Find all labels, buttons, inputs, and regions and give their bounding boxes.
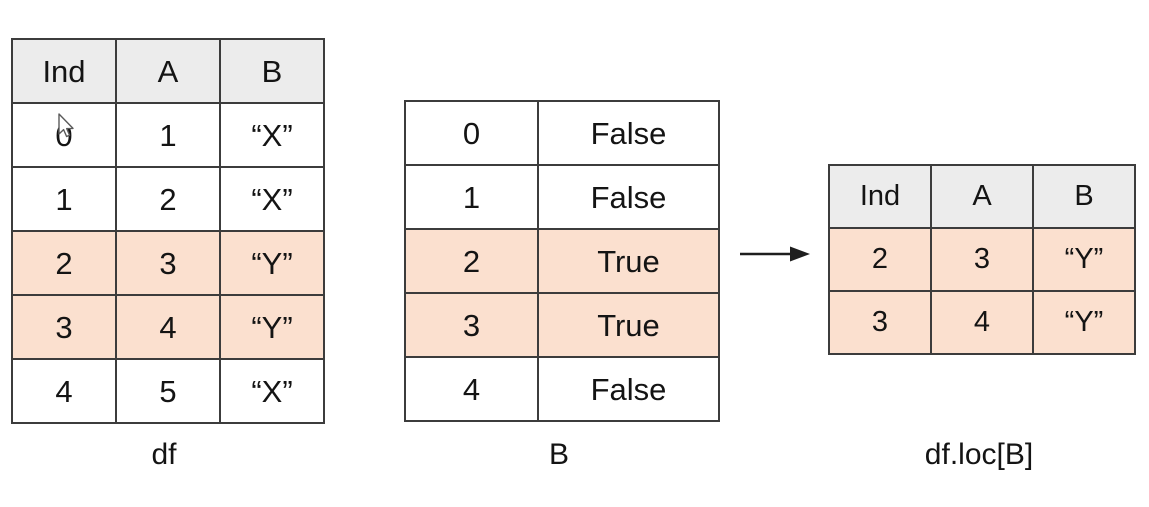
cell-ind: 3 (828, 290, 932, 355)
column-header-a: A (115, 38, 221, 104)
cell-ind: 1 (11, 166, 117, 232)
table-df: Ind A B 0 1 “X” 1 2 “X” 2 3 “Y” 3 4 (11, 38, 325, 424)
cell-bool: False (537, 164, 720, 230)
cell-b: “Y” (219, 230, 325, 296)
right-arrow-icon (740, 246, 810, 262)
cell-index: 3 (404, 292, 539, 358)
table-header-row: Ind A B (828, 164, 1136, 229)
cell-ind: 3 (11, 294, 117, 360)
table-row-highlighted: 2 3 “Y” (11, 230, 325, 296)
column-header-ind: Ind (11, 38, 117, 104)
cell-index: 2 (404, 228, 539, 294)
table-row-highlighted: 3 True (404, 292, 720, 358)
cell-a: 4 (930, 290, 1034, 355)
caption-df: df (151, 438, 177, 471)
cell-index: 4 (404, 356, 539, 422)
cell-bool: True (537, 228, 720, 294)
cell-a: 5 (115, 358, 221, 424)
table-row: 4 5 “X” (11, 358, 325, 424)
cell-a: 4 (115, 294, 221, 360)
column-header-a: A (930, 164, 1034, 229)
table-row: 4 False (404, 356, 720, 422)
table-row: 0 False (404, 100, 720, 166)
column-header-b: B (219, 38, 325, 104)
cell-b: “Y” (219, 294, 325, 360)
cell-bool: True (537, 292, 720, 358)
table-row: 1 False (404, 164, 720, 230)
cell-a: 2 (115, 166, 221, 232)
table-row: 1 2 “X” (11, 166, 325, 232)
cell-bool: False (537, 100, 720, 166)
cell-ind: 4 (11, 358, 117, 424)
column-header-ind: Ind (828, 164, 932, 229)
cell-b: “Y” (1032, 227, 1136, 292)
cell-index: 0 (404, 100, 539, 166)
table-row-highlighted: 3 4 “Y” (11, 294, 325, 360)
table-row-highlighted: 2 True (404, 228, 720, 294)
cell-b: “X” (219, 166, 325, 232)
cell-a: 3 (115, 230, 221, 296)
cell-b: “Y” (1032, 290, 1136, 355)
caption-mask-b: B (548, 438, 569, 471)
table-row-highlighted: 2 3 “Y” (828, 227, 1136, 292)
cell-bool: False (537, 356, 720, 422)
cell-ind: 2 (11, 230, 117, 296)
cell-b: “X” (219, 358, 325, 424)
table-header-row: Ind A B (11, 38, 325, 104)
cell-a: 1 (115, 102, 221, 168)
table-result: Ind A B 2 3 “Y” 3 4 “Y” (828, 164, 1136, 355)
cell-ind: 0 (11, 102, 117, 168)
caption-result: df.loc[B] (924, 438, 1034, 471)
cell-index: 1 (404, 164, 539, 230)
table-mask-b: 0 False 1 False 2 True 3 True 4 False (404, 100, 720, 422)
cell-b: “X” (219, 102, 325, 168)
table-row-highlighted: 3 4 “Y” (828, 290, 1136, 355)
cell-ind: 2 (828, 227, 932, 292)
table-row: 0 1 “X” (11, 102, 325, 168)
cell-a: 3 (930, 227, 1034, 292)
column-header-b: B (1032, 164, 1136, 229)
